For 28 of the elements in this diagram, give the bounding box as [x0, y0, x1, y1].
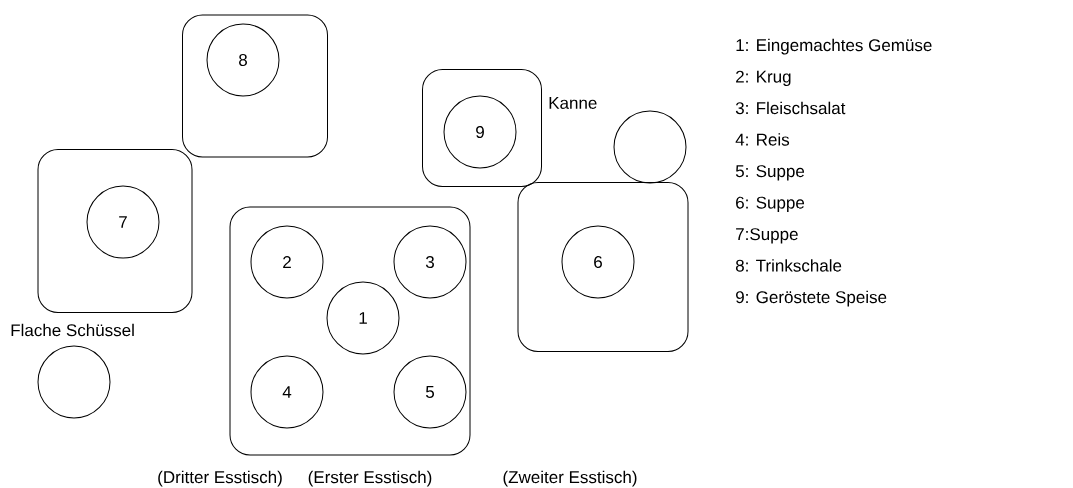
dish-label: Kanne	[549, 97, 597, 109]
table-area	[229, 206, 471, 456]
legend-entry: 6: Suppe	[736, 196, 805, 213]
legend-entry: 1: Eingemachtes Gemüse	[736, 38, 932, 55]
numbered-dish: 2	[250, 225, 324, 299]
legend-entry: 3: Fleischsalat	[735, 101, 846, 115]
numbered-dish: 9	[443, 95, 517, 169]
table-area	[422, 69, 542, 187]
table-area	[37, 149, 193, 313]
numbered-dish: 4	[250, 355, 324, 429]
dish-label: Flache Schüssel	[11, 323, 134, 337]
numbered-dish: 7	[86, 185, 160, 259]
numbered-dish: 6	[561, 225, 635, 299]
legend-entry: 8: Trinkschale	[735, 259, 842, 272]
numbered-dish: 5	[393, 355, 467, 429]
legend-entry: 7:Suppe	[736, 228, 798, 244]
numbered-dish: 8	[206, 23, 280, 97]
table-caption: (Erster Esstisch)	[308, 470, 432, 487]
numbered-dish: 1	[326, 281, 400, 355]
legend-entry: 2: Krug	[736, 70, 791, 87]
legend-entry: 9: Geröstete Speise	[736, 290, 887, 307]
table-area	[517, 182, 689, 352]
numbered-dish: 3	[393, 225, 467, 299]
legend-entry: 5: Suppe	[735, 165, 805, 181]
legend-entry: 4: Reis	[735, 133, 790, 146]
table-caption: (Dritter Esstisch)	[158, 470, 282, 487]
table-area	[182, 14, 328, 158]
table-caption: (Zweiter Esstisch)	[503, 470, 637, 487]
